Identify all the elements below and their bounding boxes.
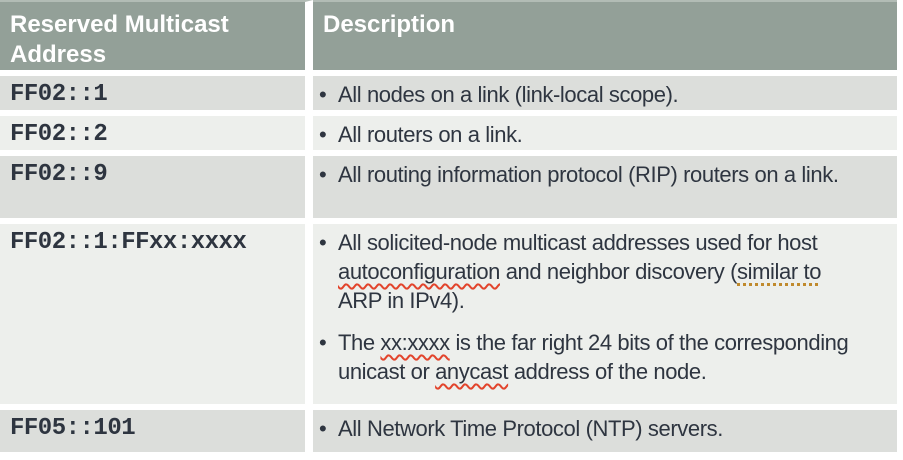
description-cell: • All nodes on a link (link-local scope). [313,76,897,116]
bullet-item: • All nodes on a link (link-local scope). [319,80,869,109]
spellcheck-underlined-text: autoconfiguration [338,259,500,284]
bullet-dot-icon: • [319,82,327,107]
bullet-text: All Network Time Protocol (NTP) servers. [338,414,869,443]
address-cell: FF02::2 [0,116,313,156]
spellcheck-underlined-text: xx:xxxx [380,330,450,355]
description-cell: • All Network Time Protocol (NTP) servers… [313,410,897,458]
bullet-text: The xx:xxxx is the far right 24 bits of … [338,328,869,386]
bullet-dot-icon: • [319,230,327,255]
text-segment: is the far right 24 bits of the correspo… [338,330,849,384]
description-bullet-list: • All routing information protocol (RIP) … [319,160,869,189]
table-row: FF02::2• All routers on a link. [0,116,897,156]
text-segment: ARP in IPv4). [338,288,465,313]
bullet-item: • All solicited-node multicast addresses … [319,228,869,315]
bullet-text: All solicited-node multicast addresses u… [338,228,869,315]
description-bullet-list: • All Network Time Protocol (NTP) servers… [319,414,869,443]
spellcheck-underlined-text: anycast [435,359,509,384]
bullet-item: • The xx:xxxx is the far right 24 bits of… [319,328,869,386]
description-bullet-list: • All solicited-node multicast addresses … [319,228,869,386]
bullet-item: • All routing information protocol (RIP) … [319,160,869,189]
table-row: FF05::101• All Network Time Protocol (NTP… [0,410,897,458]
header-row: Reserved Multicast Address Description [0,0,897,76]
table-row: FF02::1• All nodes on a link (link-local … [0,76,897,116]
bullet-dot-icon: • [319,162,327,187]
column-header-address: Reserved Multicast Address [0,0,313,76]
table-row: FF02::1:FFxx:xxxx• All solicited-node mul… [0,224,897,410]
text-segment: All nodes on a link (link-local scope). [338,82,679,107]
bullet-text: All routing information protocol (RIP) r… [338,160,869,189]
description-cell: • All solicited-node multicast addresses … [313,224,897,410]
bullet-text: All nodes on a link (link-local scope). [338,80,869,109]
address-cell: FF05::101 [0,410,313,458]
bullet-text: All routers on a link. [338,120,869,149]
bullet-item: • All Network Time Protocol (NTP) servers… [319,414,869,443]
address-cell: FF02::9 [0,156,313,224]
text-segment: address of the node. [508,359,707,384]
text-segment: and neighbor discovery ( [500,259,738,284]
bullet-dot-icon: • [319,330,327,355]
text-segment: All Network Time Protocol (NTP) servers. [338,416,723,441]
address-cell: FF02::1 [0,76,313,116]
column-header-description: Description [313,0,897,76]
table-header: Reserved Multicast Address Description [0,0,897,76]
bullet-dot-icon: • [319,122,327,147]
description-cell: • All routers on a link. [313,116,897,156]
text-segment: All solicited-node multicast addresses u… [338,230,818,255]
text-segment: All routers on a link. [338,122,523,147]
grammar-underlined-text: similar to [737,259,822,284]
table-body: FF02::1•All nodes on a link (link-local … [0,76,897,458]
address-cell: FF02::1:FFxx:xxxx [0,224,313,410]
bullet-item: • All routers on a link. [319,120,869,149]
bullet-dot-icon: • [319,416,327,441]
description-bullet-list: • All routers on a link. [319,120,869,149]
text-segment: The [338,330,381,355]
description-bullet-list: • All nodes on a link (link-local scope). [319,80,869,109]
text-segment: All routing information protocol (RIP) r… [338,162,839,187]
description-cell: • All routing information protocol (RIP) … [313,156,897,224]
table-row: FF02::9• All routing information protocol… [0,156,897,224]
